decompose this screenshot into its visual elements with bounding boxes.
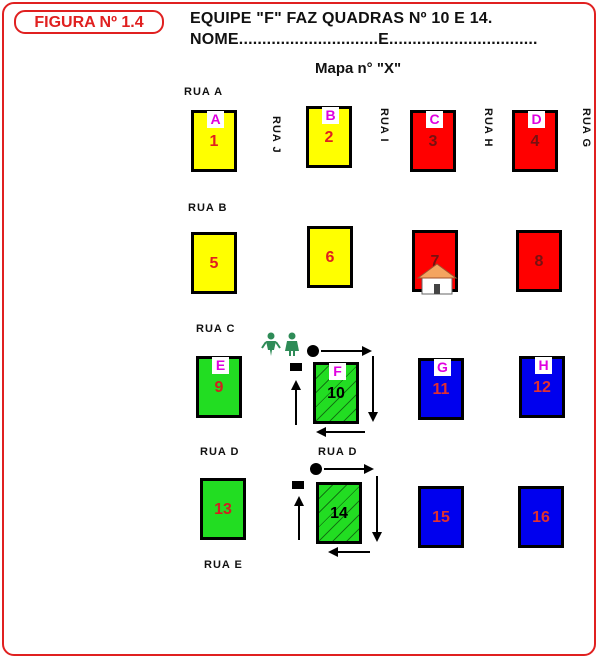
block-number: 11: [432, 381, 450, 398]
house-icon: [416, 263, 458, 295]
block-2[interactable]: B 2: [306, 106, 352, 168]
block-15[interactable]: 15: [418, 486, 464, 548]
block-number: 10: [327, 385, 345, 402]
people-icon: [261, 332, 299, 356]
street-label-rua-b: RUA B: [188, 202, 228, 214]
street-label-rua-d: RUA D: [200, 446, 240, 458]
street-label-rua-d-2: RUA D: [318, 446, 358, 458]
block-4[interactable]: D 4: [512, 110, 558, 172]
page-title: EQUIPE "F" FAZ QUADRAS Nº 10 E 14.: [190, 10, 493, 27]
block-letter: E: [212, 357, 229, 374]
figure-label: FIGURA Nº 1.4: [14, 10, 164, 34]
map-title: Mapa n° "X": [315, 60, 402, 77]
block-5[interactable]: 5: [191, 232, 237, 294]
block-letter: F: [329, 363, 346, 380]
block-letter: G: [434, 359, 451, 376]
block-letter: C: [426, 111, 443, 128]
block-3[interactable]: C 3: [410, 110, 456, 172]
block-letter: B: [322, 107, 339, 124]
block-16[interactable]: 16: [518, 486, 564, 548]
street-label-rua-a: RUA A: [184, 86, 224, 98]
block-11[interactable]: G 11: [418, 358, 464, 420]
block-number: 7: [430, 253, 440, 270]
block-12[interactable]: H 12: [519, 356, 565, 418]
block-letter: D: [528, 111, 545, 128]
block-1[interactable]: A 1: [191, 110, 237, 172]
block-14[interactable]: 14: [316, 482, 362, 544]
street-label-rua-e: RUA E: [204, 559, 243, 571]
block-letter: A: [207, 111, 224, 128]
block-number: 14: [330, 505, 348, 522]
block-number: 15: [432, 509, 450, 526]
block-8[interactable]: 8: [516, 230, 562, 292]
block-number: 2: [324, 129, 334, 146]
route-arrow-icon: [290, 345, 378, 437]
block-number: 12: [533, 379, 551, 396]
block-6[interactable]: 6: [307, 226, 353, 288]
start-point-icon-2: [310, 463, 322, 475]
block-number: 6: [325, 249, 335, 266]
block-number: 5: [209, 255, 219, 272]
start-point-icon: [307, 345, 319, 357]
block-9[interactable]: E 9: [196, 356, 242, 418]
block-number: 1: [209, 133, 219, 150]
block-number: 3: [428, 133, 438, 150]
block-number: 13: [214, 501, 232, 518]
block-number: 8: [534, 253, 544, 270]
block-number: 9: [214, 379, 224, 396]
block-13[interactable]: 13: [200, 478, 246, 540]
street-label-rua-c: RUA C: [196, 323, 236, 335]
block-number: 16: [532, 509, 550, 526]
block-number: 4: [530, 133, 540, 150]
block-10[interactable]: F 10: [313, 362, 359, 424]
route-arrow-icon-2: [292, 463, 382, 557]
name-line: NOME..............................E.....…: [190, 31, 538, 48]
block-letter: H: [535, 357, 552, 374]
